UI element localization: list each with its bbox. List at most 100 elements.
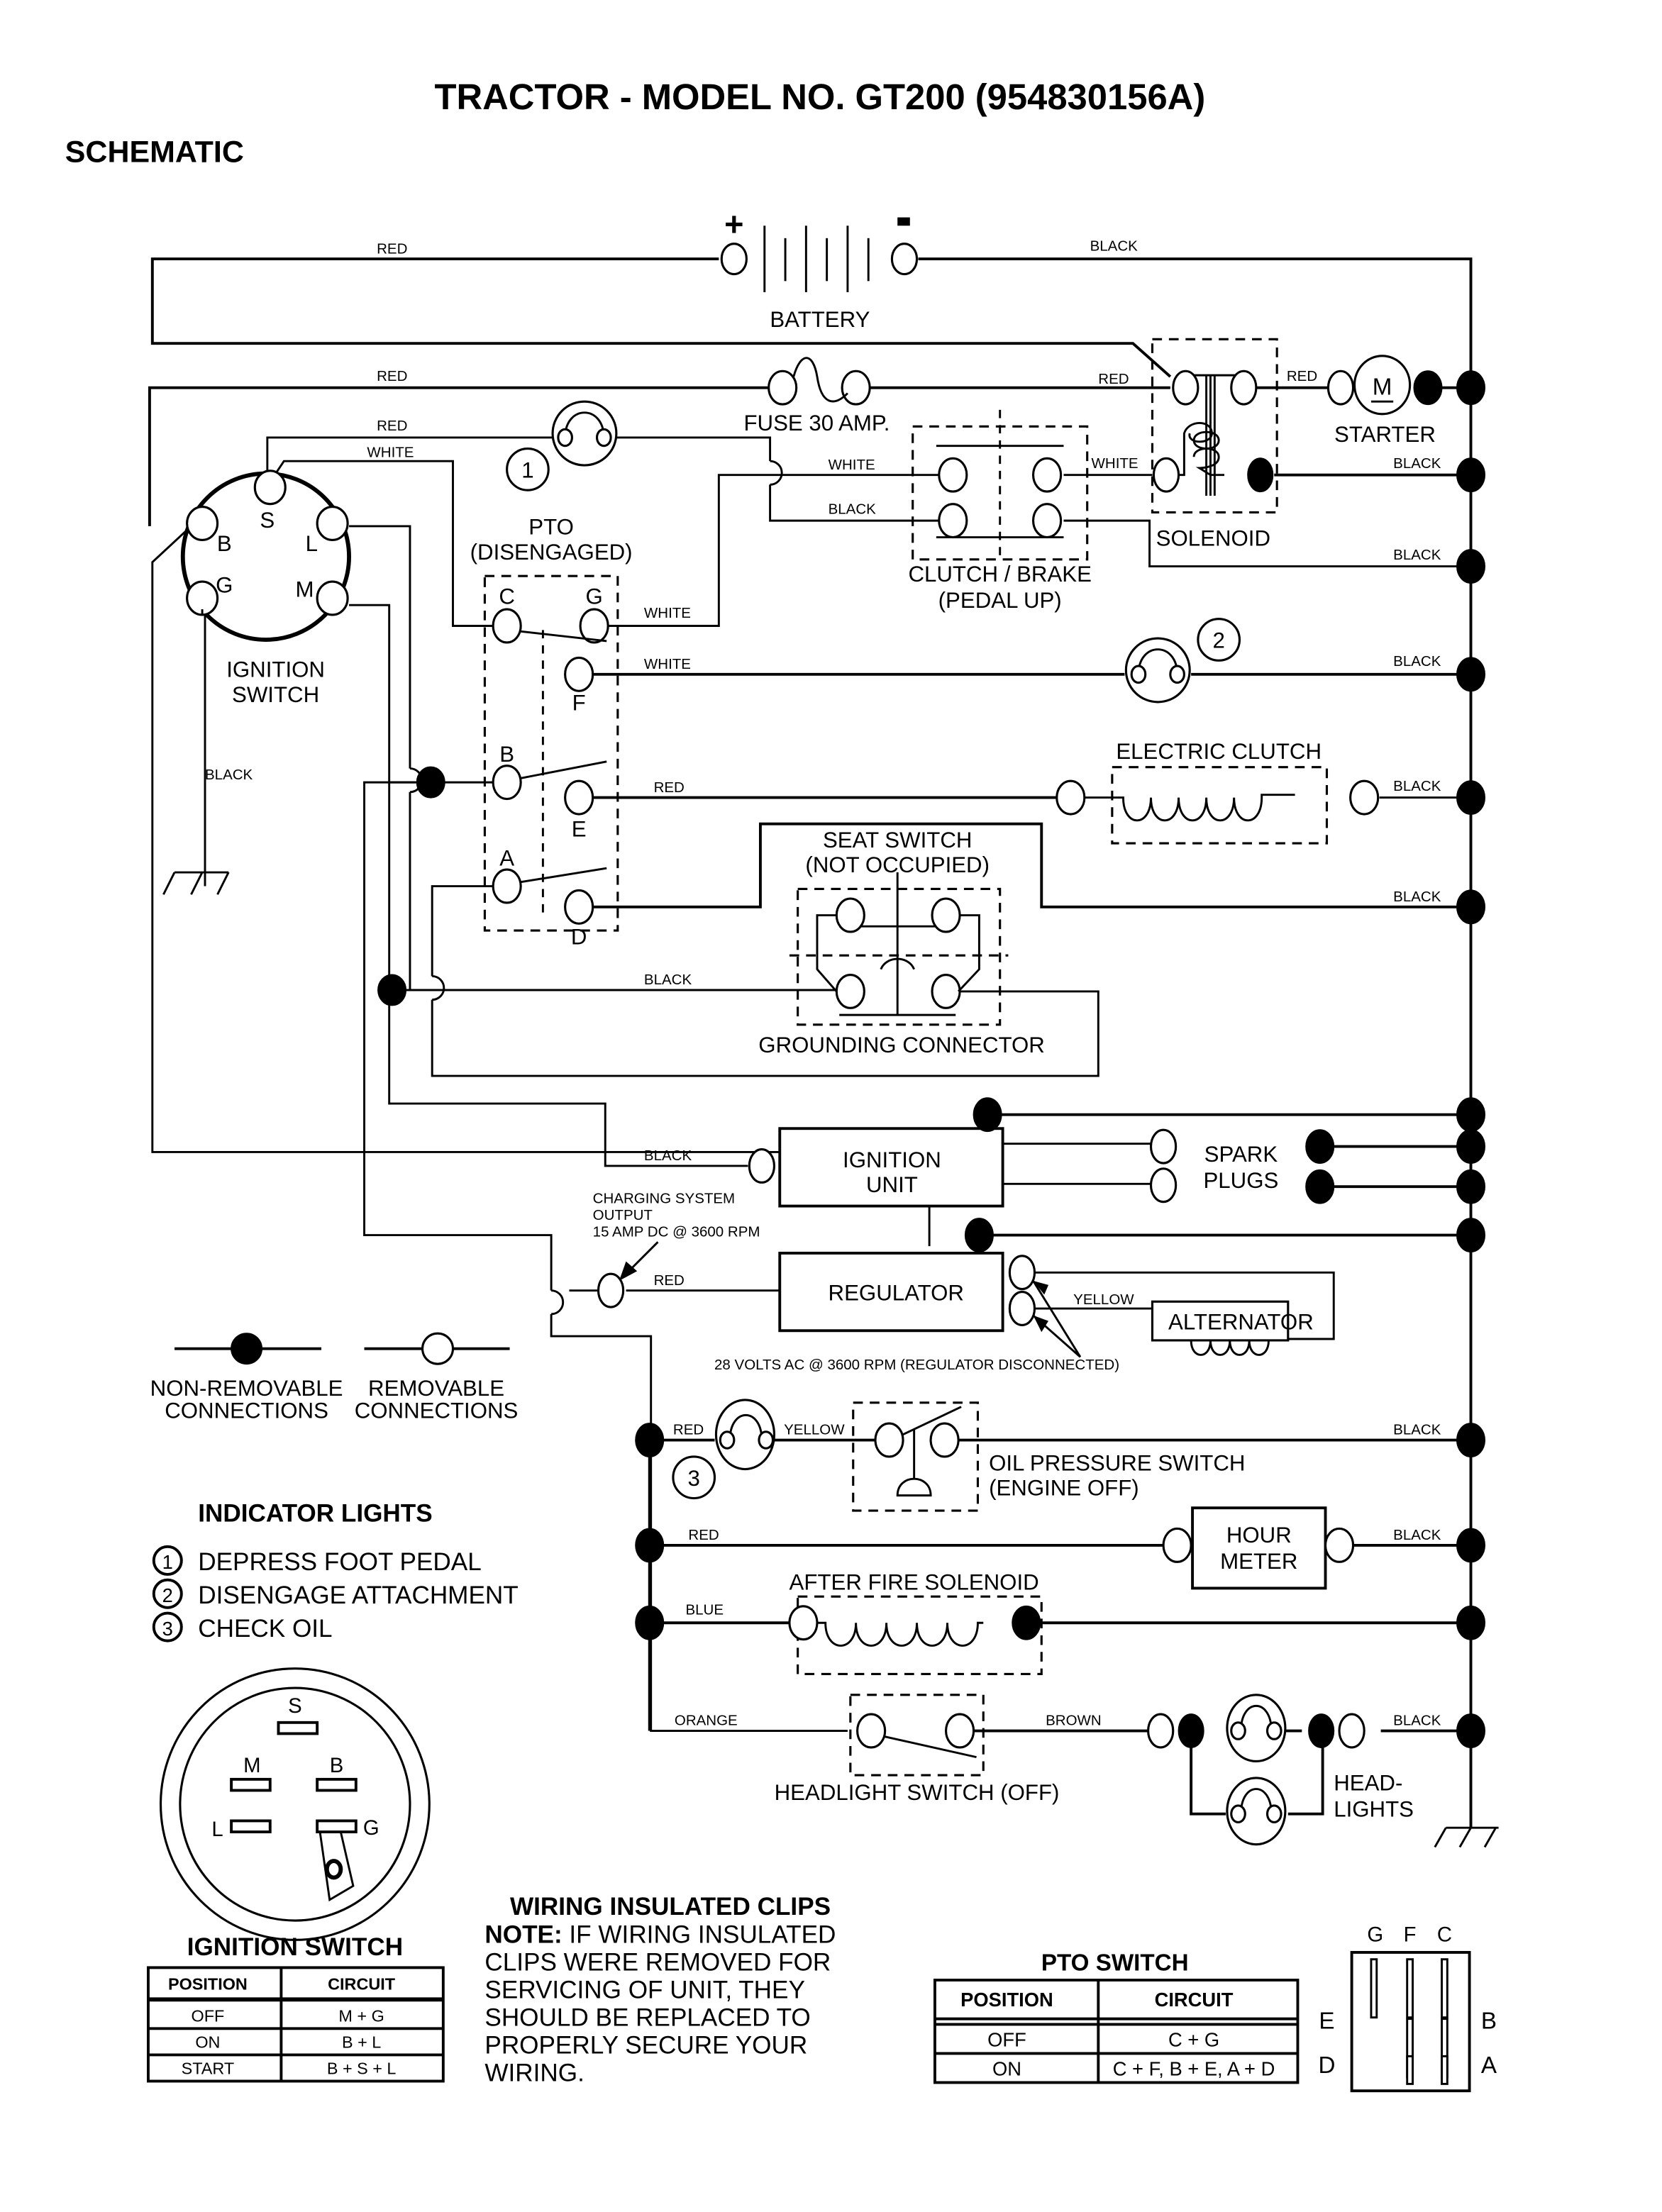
table-cell: OFF xyxy=(987,2029,1026,2051)
indicator-number: 3 xyxy=(688,1466,700,1491)
wire-label: WHITE xyxy=(1092,455,1139,472)
pto-switch-title: PTO SWITCH xyxy=(1041,1950,1189,1976)
wire-label: BLACK xyxy=(644,1147,692,1164)
electric-clutch-terminal[interactable] xyxy=(1349,779,1380,816)
headlight-switch-terminal[interactable] xyxy=(944,1713,975,1749)
oil-switch-terminal[interactable] xyxy=(874,1422,904,1458)
table-cell: B + S + L xyxy=(327,2060,397,2078)
headlights-sublabel: LIGHTS xyxy=(1334,1797,1414,1822)
pto-terminal-a[interactable] xyxy=(492,868,522,904)
pin-label: G xyxy=(585,584,602,608)
headlight-terminal[interactable] xyxy=(1338,1713,1365,1749)
oil-pressure-switch-label: OIL PRESSURE SWITCH xyxy=(989,1450,1245,1475)
electric-clutch: ELECTRIC CLUTCH xyxy=(1056,739,1380,845)
hour-meter-terminal[interactable] xyxy=(1162,1527,1192,1563)
legend-label: REMOVABLE xyxy=(368,1376,504,1401)
ignition-terminal-b[interactable] xyxy=(186,506,219,542)
pto-terminal-b[interactable] xyxy=(492,765,522,801)
regulator-terminal[interactable] xyxy=(1008,1291,1036,1327)
ignition-switch-sublabel: SWITCH xyxy=(232,682,319,707)
ignition-terminal-s[interactable] xyxy=(253,469,287,506)
solenoid: SOLENOID xyxy=(1151,338,1278,550)
fuse-terminal[interactable] xyxy=(768,369,798,406)
electric-clutch-terminal[interactable] xyxy=(1056,779,1086,816)
indicator-item: 3 CHECK OIL xyxy=(152,1611,333,1643)
after-fire-terminal[interactable] xyxy=(788,1605,819,1641)
wire-label: BLACK xyxy=(1393,889,1441,905)
indicator-item-number: 1 xyxy=(162,1551,173,1573)
regulator-terminal[interactable] xyxy=(1008,1255,1036,1291)
wire-label: RED xyxy=(673,1422,704,1438)
seat-switch-terminal[interactable] xyxy=(835,897,865,933)
ignition-unit-terminal[interactable] xyxy=(748,1147,776,1184)
headlight-terminal[interactable] xyxy=(1147,1713,1175,1749)
alternator-note: 28 VOLTS AC @ 3600 RPM (REGULATOR DISCON… xyxy=(714,1357,1119,1373)
clutch-brake-terminal[interactable] xyxy=(1031,457,1063,493)
oil-switch-terminal[interactable] xyxy=(929,1422,960,1458)
clutch-brake-terminal[interactable] xyxy=(938,503,968,539)
table-cell: M + G xyxy=(338,2007,384,2025)
terminal-label: B xyxy=(330,1754,344,1777)
spark-plugs: SPARK PLUGS xyxy=(1149,1128,1335,1204)
clutch-brake-switch: CLUTCH / BRAKE (PEDAL UP) xyxy=(908,409,1092,613)
battery-positive-terminal[interactable] xyxy=(720,243,748,276)
junction-connection xyxy=(973,1097,1002,1133)
wire-ground-bus xyxy=(918,257,1473,1828)
seat-switch-terminal[interactable] xyxy=(835,973,865,1009)
fuse-terminal[interactable] xyxy=(841,369,871,406)
pto-terminal-c[interactable] xyxy=(492,608,522,644)
seat-switch-label: SEAT SWITCH xyxy=(823,828,972,852)
headlight-switch-terminal[interactable] xyxy=(856,1713,887,1749)
table-cell: ON xyxy=(992,2058,1021,2080)
legend-label: CONNECTIONS xyxy=(165,1398,328,1423)
grounding-connector-label: GROUNDING CONNECTOR xyxy=(758,1033,1045,1057)
hour-meter-sublabel: METER xyxy=(1220,1549,1297,1574)
terminal-m xyxy=(230,1777,272,1792)
pto-terminal-d[interactable] xyxy=(564,889,594,925)
starter-terminal[interactable] xyxy=(1326,369,1355,406)
spark-plugs-label: SPARK xyxy=(1204,1142,1278,1167)
hour-meter-terminal[interactable] xyxy=(1324,1527,1355,1563)
solenoid-terminal[interactable] xyxy=(1172,369,1200,406)
pto-terminal-f[interactable] xyxy=(564,656,594,692)
wire-labels: RED BLACK RED RED RED RED WHITE WHITE BL… xyxy=(205,238,1441,1728)
charging-output-terminal[interactable] xyxy=(597,1272,625,1308)
pin-label: F xyxy=(1404,1923,1417,1946)
wiring-clips-note: WIRING INSULATED CLIPS NOTE: IF WIRING I… xyxy=(484,1893,836,2086)
wire-label: BLACK xyxy=(1393,547,1441,563)
plus-icon: + xyxy=(724,206,743,243)
ignition-terminal-m[interactable] xyxy=(316,580,349,616)
spark-plug-terminal[interactable] xyxy=(1149,1128,1178,1165)
solenoid-terminal[interactable] xyxy=(1230,369,1258,406)
charging-note: 15 AMP DC @ 3600 RPM xyxy=(593,1224,760,1240)
pin-label: A xyxy=(1481,2052,1497,2079)
wiring-clips-line: CLIPS WERE REMOVED FOR xyxy=(484,1948,831,1976)
ignition-unit: IGNITION UNIT xyxy=(748,1097,1004,1208)
clutch-brake-terminal[interactable] xyxy=(1031,503,1063,539)
wire-label: BLACK xyxy=(1393,1422,1441,1438)
wire-battery-red xyxy=(150,257,1172,378)
clutch-brake-terminal[interactable] xyxy=(938,457,968,493)
removable-connection-icon xyxy=(421,1332,455,1365)
oil-pressure-switch-sublabel: (ENGINE OFF) xyxy=(989,1476,1139,1501)
table-header: POSITION xyxy=(168,1975,248,1994)
ignition-terminal-l[interactable] xyxy=(316,506,349,542)
spark-plug-terminal[interactable] xyxy=(1149,1167,1178,1204)
wire-fuse-red xyxy=(148,386,769,526)
indicator-light-2: 2 xyxy=(1124,618,1241,704)
indicator-number: 2 xyxy=(1212,628,1224,653)
regulator-label: REGULATOR xyxy=(829,1280,964,1305)
seat-switch-terminal[interactable] xyxy=(931,897,961,933)
pin-label: E xyxy=(1319,2008,1334,2034)
pto-terminal-g[interactable] xyxy=(579,608,609,644)
battery-negative-terminal[interactable] xyxy=(890,243,919,276)
headlight-bulb xyxy=(1226,1694,1287,1763)
indicator-number-badge xyxy=(506,448,550,491)
solenoid-terminal[interactable] xyxy=(1152,457,1180,493)
fuse-30-amp: FUSE 30 AMP. xyxy=(743,357,890,435)
terminal-label: S xyxy=(288,1694,302,1718)
headlights-label: HEAD- xyxy=(1334,1770,1402,1795)
junction-connection xyxy=(416,766,445,799)
seat-switch-terminal[interactable] xyxy=(931,973,961,1009)
pto-terminal-e[interactable] xyxy=(564,779,594,816)
